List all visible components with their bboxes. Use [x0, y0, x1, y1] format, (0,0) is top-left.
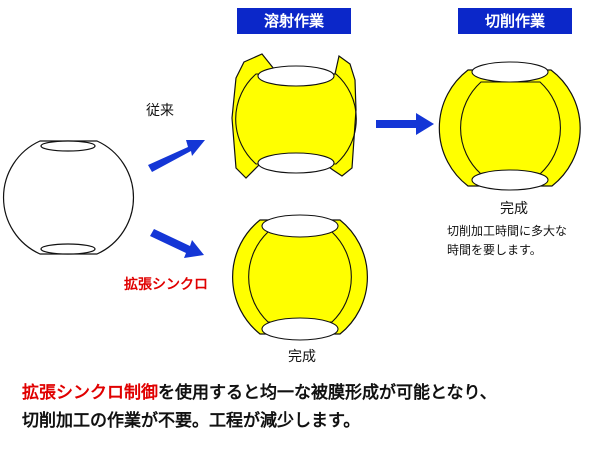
conventional-cut-part [438, 61, 581, 191]
label-expansion-sync: 拡張シンクロ [124, 277, 208, 293]
original-part [2, 140, 135, 255]
label-complete-expansion: 完成 [288, 349, 316, 365]
top-opening [471, 61, 549, 83]
time-note: 切削加工時間に多大な 時間を要します。 [447, 222, 597, 260]
top-opening [261, 214, 339, 238]
bottom-opening [471, 169, 549, 191]
bottom-opening [257, 152, 335, 174]
right-arrow-icon [148, 140, 205, 172]
label-conventional: 従来 [146, 103, 174, 119]
right-arrow-icon [150, 229, 204, 258]
time-note-line1: 切削加工時間に多大な [447, 224, 568, 238]
top-opening [40, 140, 96, 152]
conclusion-line1-rest: を使用すると均一な被膜形成が可能となり、 [158, 383, 497, 403]
conclusion-highlight: 拡張シンクロ制御 [22, 383, 158, 403]
conventional-sprayed-part [231, 53, 357, 179]
time-note-line2: 時間を要します。 [447, 243, 542, 257]
top-opening [257, 65, 335, 87]
conclusion-text: 拡張シンクロ制御を使用すると均一な被膜形成が可能となり、 切削加工の作業が不要。… [22, 379, 592, 435]
bottom-opening [40, 243, 96, 255]
header-cutting: 切削作業 [458, 8, 572, 34]
label-complete-after-cutting: 完成 [500, 201, 528, 217]
header-welding: 溶射作業 [237, 8, 351, 34]
conclusion-line2: 切削加工の作業が不要。工程が減少します。 [22, 411, 361, 431]
conclusion-line1: 拡張シンクロ制御を使用すると均一な被膜形成が可能となり、 [22, 379, 592, 407]
right-arrow-icon [376, 113, 434, 135]
bottom-opening [261, 317, 339, 341]
expansion-sync-part [232, 214, 368, 341]
